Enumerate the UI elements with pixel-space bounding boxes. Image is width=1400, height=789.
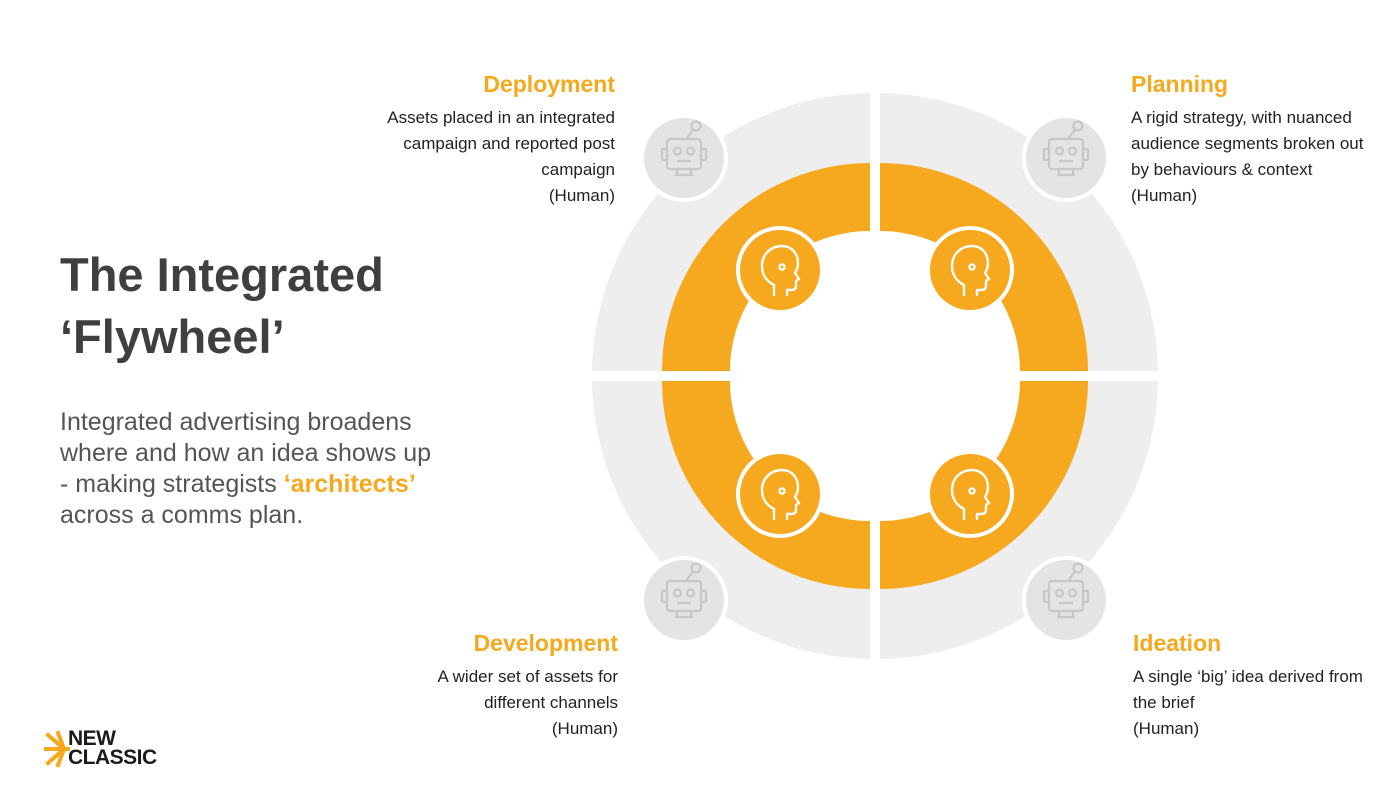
stage-description-text: A wider set of assets for different chan… xyxy=(437,667,618,712)
stage-development: Development A wider set of assets for di… xyxy=(383,628,618,742)
outer-ring-segment-top-left xyxy=(592,93,870,371)
subtitle-text-end: across a comms plan. xyxy=(60,501,304,529)
human-head-icon xyxy=(736,226,824,314)
stage-heading: Planning xyxy=(1131,71,1229,97)
stage-heading: Deployment xyxy=(483,71,615,97)
robot-icon xyxy=(1022,556,1110,644)
stage-deployment: Deployment Assets placed in an integrate… xyxy=(380,69,615,209)
stage-description: Assets placed in an integrated campaign … xyxy=(380,105,615,209)
stage-description: A single ‘big’ idea derived from the bri… xyxy=(1133,664,1368,742)
robot-icon xyxy=(640,556,728,644)
stage-description-text: A single ‘big’ idea derived from the bri… xyxy=(1133,667,1363,712)
stage-heading: Ideation xyxy=(1133,630,1222,656)
stage-ideation: Ideation A single ‘big’ idea derived fro… xyxy=(1133,628,1368,742)
stage-description-text: A rigid strategy, with nuanced audience … xyxy=(1131,108,1364,179)
stage-planning: Planning A rigid strategy, with nuanced … xyxy=(1131,69,1366,209)
outer-ring-segment-top-right xyxy=(880,93,1158,371)
logo-line-1: NEW xyxy=(68,727,116,750)
stage-human-label: (Human) xyxy=(551,719,618,738)
page-title: The Integrated ‘Flywheel’ xyxy=(60,244,480,368)
logo-wordmark: NEW CLASSIC xyxy=(68,727,157,769)
human-head-icon xyxy=(926,450,1014,538)
human-head-icon xyxy=(736,450,824,538)
asterisk-logo-icon xyxy=(44,730,70,768)
stage-heading: Development xyxy=(473,630,618,656)
stage-description: A wider set of assets for different chan… xyxy=(383,664,618,742)
robot-icon xyxy=(1022,114,1110,202)
outer-ring-segment-bottom-right xyxy=(880,381,1158,659)
stage-human-label: (Human) xyxy=(1131,186,1198,205)
logo-line-2: CLASSIC xyxy=(68,746,157,769)
stage-human-label: (Human) xyxy=(1133,719,1200,738)
stage-description: A rigid strategy, with nuanced audience … xyxy=(1131,105,1366,209)
title-line-1: The Integrated xyxy=(60,248,384,301)
subtitle-text-start: Integrated advertising broadens where an… xyxy=(60,408,432,498)
stage-description-text: Assets placed in an integrated campaign … xyxy=(387,108,615,179)
stage-human-label: (Human) xyxy=(548,186,615,205)
human-head-icon xyxy=(926,226,1014,314)
robot-icon xyxy=(640,114,728,202)
new-classic-logo: NEW CLASSIC xyxy=(44,727,184,773)
title-line-2: ‘Flywheel’ xyxy=(60,310,285,363)
subtitle: Integrated advertising broadens where an… xyxy=(60,407,440,531)
outer-ring-segment-bottom-left xyxy=(592,381,870,659)
subtitle-highlight: ‘architects’ xyxy=(283,470,416,498)
